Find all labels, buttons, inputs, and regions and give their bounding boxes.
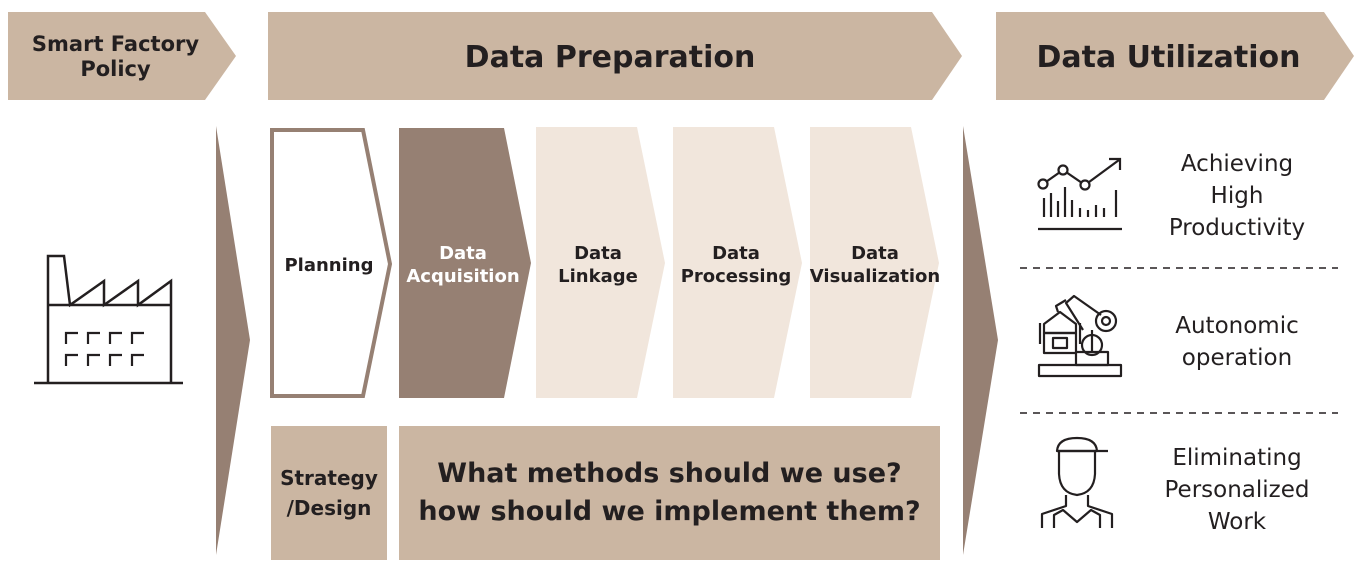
strategy-box (271, 426, 387, 560)
step-visualization-shape (810, 127, 939, 398)
robot-arm-icon (1037, 294, 1123, 378)
header-preparation-label: Data Preparation (464, 39, 756, 75)
arrow-to-utilization (963, 126, 998, 555)
step-visualization-label: Data Visualization (809, 243, 941, 287)
header-policy-chevron (8, 12, 236, 100)
step-acquisition-shape (399, 128, 531, 398)
header-utilization-label: Data Utilization (1036, 39, 1301, 75)
header-policy-label: Smart Factory Policy (31, 32, 200, 81)
outcome-productivity-label: Achieving High Productivity (1168, 151, 1306, 241)
arrow-to-preparation (216, 126, 250, 555)
header-preparation-chevron (268, 12, 962, 100)
outcome-autonomic-label: Autonomic operation (1175, 313, 1299, 371)
question-box (399, 426, 940, 560)
chart-icon (1037, 157, 1122, 231)
factory-icon (34, 254, 183, 385)
step-linkage-label: Data Linkage (558, 243, 638, 287)
step-linkage-shape (536, 127, 665, 398)
step-planning-shape (270, 128, 393, 398)
step-processing-label: Data Processing (680, 243, 792, 287)
strategy-label: Strategy /Design (280, 466, 378, 520)
header-utilization-chevron (996, 12, 1354, 100)
step-planning-label: Planning (284, 254, 374, 276)
worker-icon (1040, 436, 1114, 528)
question-label: What methods should we use? how should w… (418, 458, 921, 527)
outcome-personalized-label: Eliminating Personalized Work (1164, 445, 1310, 535)
step-acquisition-label: Data Acquisition (406, 243, 520, 287)
step-processing-shape (673, 127, 802, 398)
